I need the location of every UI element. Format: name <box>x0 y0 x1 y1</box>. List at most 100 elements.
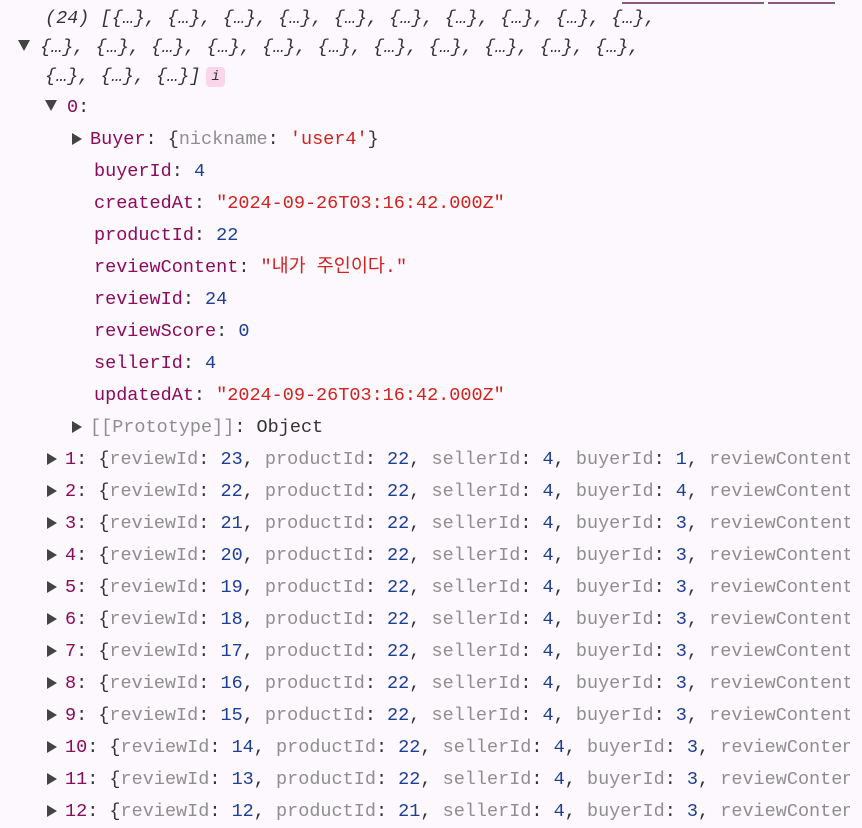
previous-row-underline <box>622 2 764 4</box>
array-item-row[interactable]: 11: {reviewId: 13, productId: 22, seller… <box>47 764 850 796</box>
preview-key: buyerId <box>575 705 654 726</box>
info-icon[interactable]: i <box>206 67 225 87</box>
preview-key: nickname <box>178 129 268 150</box>
property-createdAt: createdAt: "2024-09-26T03:16:42.000Z" <box>94 188 850 220</box>
punctuation: : <box>364 513 388 534</box>
array-summary-line-3[interactable]: {…}, {…}, {…}]i <box>45 62 850 91</box>
preview-key: buyerId <box>575 673 654 694</box>
property-key: productId <box>94 225 194 246</box>
punctuation: , <box>564 737 587 758</box>
punctuation: , <box>553 481 576 502</box>
expand-triangle-icon[interactable] <box>47 773 57 785</box>
punctuation: , <box>553 449 576 470</box>
punctuation: : <box>520 545 543 566</box>
expand-triangle-icon[interactable] <box>47 581 57 593</box>
array-summary-line-2[interactable]: {…}, {…}, {…}, {…}, {…}, {…}, {…}, {…}, … <box>18 33 850 62</box>
preview-key: productId <box>276 737 376 758</box>
preview-value: 4 <box>542 705 554 726</box>
expand-triangle-icon[interactable] <box>47 645 57 657</box>
array-item-row[interactable]: 3: {reviewId: 21, productId: 22, sellerI… <box>47 508 850 540</box>
expand-triangle-icon[interactable] <box>47 613 57 625</box>
preview-value: 4 <box>542 481 554 502</box>
array-item-row[interactable]: 9: {reviewId: 15, productId: 22, sellerI… <box>47 700 850 732</box>
punctuation: , <box>409 641 432 662</box>
array-item-0[interactable]: 0: <box>45 92 850 124</box>
punctuation: , <box>242 705 265 726</box>
punctuation: : <box>198 641 221 662</box>
expand-triangle-icon[interactable] <box>72 421 82 433</box>
property-buyer[interactable]: Buyer: {nickname: 'user4'} <box>72 124 850 156</box>
preview-value: 4 <box>542 513 554 534</box>
punctuation: , <box>553 577 576 598</box>
preview-key: buyerId <box>575 609 654 630</box>
expand-triangle-icon[interactable] <box>47 517 57 529</box>
punctuation: : <box>653 449 676 470</box>
expand-triangle-icon[interactable] <box>47 741 57 753</box>
punctuation: : <box>664 737 687 758</box>
preview-value: 12 <box>231 801 254 822</box>
array-item-row[interactable]: 10: {reviewId: 14, productId: 22, seller… <box>47 732 850 764</box>
punctuation: : { <box>76 545 110 566</box>
expand-triangle-icon[interactable] <box>72 133 82 145</box>
punctuation: : <box>364 705 388 726</box>
expand-triangle-icon[interactable] <box>47 677 57 689</box>
punctuation: , <box>409 673 432 694</box>
punctuation: , <box>409 545 432 566</box>
punctuation: : <box>520 673 543 694</box>
punctuation: : <box>198 577 221 598</box>
preview-value: 21 <box>220 513 243 534</box>
expand-triangle-icon[interactable] <box>47 709 57 721</box>
expand-triangle-icon[interactable] <box>47 549 57 561</box>
array-item-row[interactable]: 2: {reviewId: 22, productId: 22, sellerI… <box>47 476 850 508</box>
punctuation: , <box>242 641 265 662</box>
punctuation: , <box>242 449 265 470</box>
preview-value: 22 <box>387 481 410 502</box>
array-item-row[interactable]: 7: {reviewId: 17, productId: 22, sellerI… <box>47 636 850 668</box>
expand-triangle-icon[interactable] <box>18 40 30 51</box>
punctuation: : <box>209 769 232 790</box>
preview-key: reviewId <box>109 481 199 502</box>
preview-key: productId <box>276 801 376 822</box>
array-item-row[interactable]: 6: {reviewId: 18, productId: 22, sellerI… <box>47 604 850 636</box>
item-index: 10 <box>65 737 88 758</box>
preview-key: reviewId <box>109 641 199 662</box>
array-item-row[interactable]: 4: {reviewId: 20, productId: 22, sellerI… <box>47 540 850 572</box>
preview-key: productId <box>264 609 365 630</box>
property-key: reviewScore <box>94 321 217 342</box>
preview-value: 22 <box>387 577 410 598</box>
array-summary-line-1[interactable]: (24) [{…}, {…}, {…}, {…}, {…}, {…}, {…},… <box>45 4 850 33</box>
preview-value: 3 <box>675 545 687 566</box>
property-value: 0 <box>238 321 250 342</box>
expand-triangle-icon[interactable] <box>47 485 57 497</box>
preview-key: buyerId <box>575 449 654 470</box>
punctuation: , <box>253 769 277 790</box>
punctuation: : <box>364 609 388 630</box>
array-item-row[interactable]: 1: {reviewId: 23, productId: 22, sellerI… <box>47 444 850 476</box>
item-index: 9 <box>65 705 77 726</box>
expand-triangle-icon[interactable] <box>47 805 57 817</box>
preview-key: reviewId <box>109 513 199 534</box>
punctuation: , <box>698 737 721 758</box>
punctuation: : <box>531 801 554 822</box>
preview-value: 'user4' <box>289 129 368 150</box>
punctuation: : { <box>76 641 110 662</box>
preview-value: 22 <box>387 513 410 534</box>
punctuation: , <box>686 513 710 534</box>
array-item-row[interactable]: 12: {reviewId: 12, productId: 21, seller… <box>47 796 850 828</box>
punctuation: : <box>531 769 554 790</box>
expand-triangle-icon[interactable] <box>47 453 57 465</box>
punctuation: , <box>420 737 443 758</box>
array-item-row[interactable]: 5: {reviewId: 19, productId: 22, sellerI… <box>47 572 850 604</box>
collapse-triangle-icon[interactable] <box>45 100 57 111</box>
preview-value: 3 <box>686 769 699 790</box>
punctuation: , <box>242 513 265 534</box>
preview-key: reviewId <box>120 737 210 758</box>
property-sellerId: sellerId: 4 <box>94 348 850 380</box>
punctuation: : <box>664 769 687 790</box>
preview-value: 4 <box>553 737 565 758</box>
punctuation: : { <box>76 705 110 726</box>
preview-key: reviewId <box>109 545 199 566</box>
property-prototype[interactable]: [[Prototype]]: Object <box>72 412 850 444</box>
array-item-row[interactable]: 8: {reviewId: 16, productId: 22, sellerI… <box>47 668 850 700</box>
item-index: 5 <box>65 577 77 598</box>
